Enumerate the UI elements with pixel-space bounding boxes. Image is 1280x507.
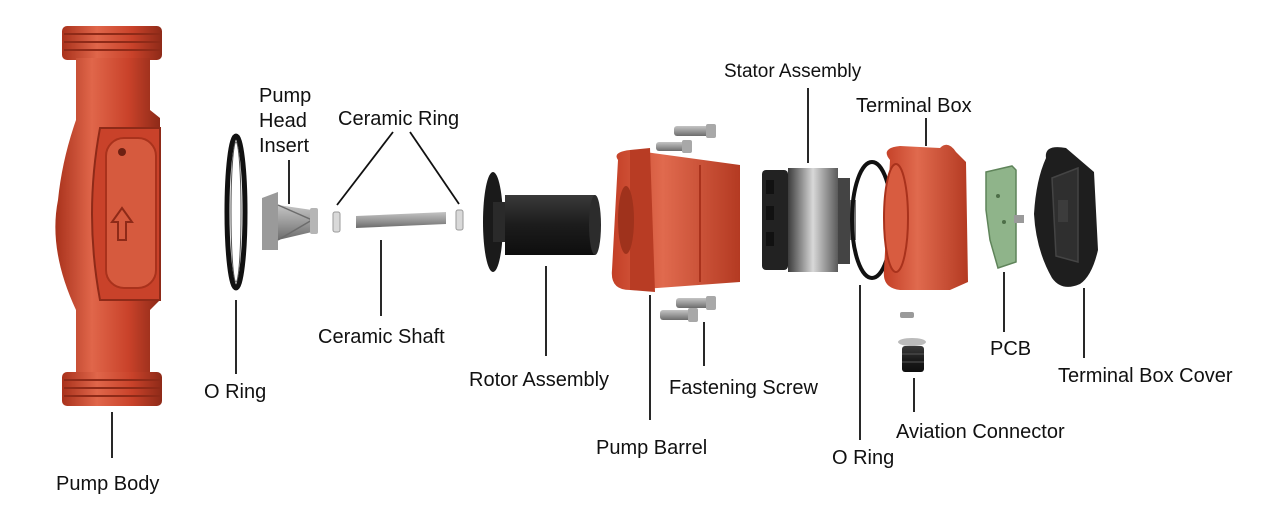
label-rotor-assembly: Rotor Assembly [469, 369, 610, 391]
label-stator-assembly: Stator Assembly [724, 61, 862, 82]
fastening-screw-parts [656, 124, 716, 322]
label-pump-head-insert: Pump Head Insert [259, 85, 312, 157]
leader-ceramic-ring-left [336, 131, 394, 206]
label-pcb: PCB [990, 338, 1032, 360]
rotor-assembly-part [483, 172, 601, 272]
ceramic-shaft-part [356, 212, 446, 228]
label-aviation-connector: Aviation Connector [896, 421, 1065, 443]
label-fastening-screw: Fastening Screw [669, 377, 818, 399]
label-ceramic-ring: Ceramic Ring [338, 108, 460, 130]
terminal-box-part [883, 144, 968, 290]
label-pump-barrel: Pump Barrel [596, 437, 708, 459]
pump-barrel-part [611, 148, 740, 292]
leader-lines [111, 88, 1085, 458]
label-o-ring-left: O Ring [204, 381, 267, 403]
aviation-connector-part [898, 312, 926, 372]
label-pump-body: Pump Body [56, 473, 160, 495]
label-terminal-box-cover: Terminal Box Cover [1058, 365, 1233, 387]
pump-head-insert-part [262, 192, 318, 250]
terminal-box-cover-part [1034, 147, 1098, 287]
o-ring-left-part [224, 133, 248, 291]
stator-assembly-part [762, 168, 856, 272]
label-o-ring-right: O Ring [832, 447, 895, 469]
pump-body-part [55, 26, 162, 406]
pcb-part [985, 165, 1024, 269]
ceramic-ring-left-part [332, 211, 341, 233]
ceramic-ring-right-part [455, 209, 464, 231]
label-ceramic-shaft: Ceramic Shaft [318, 326, 445, 348]
leader-ceramic-ring-right [409, 131, 460, 205]
label-terminal-box: Terminal Box [856, 95, 972, 117]
